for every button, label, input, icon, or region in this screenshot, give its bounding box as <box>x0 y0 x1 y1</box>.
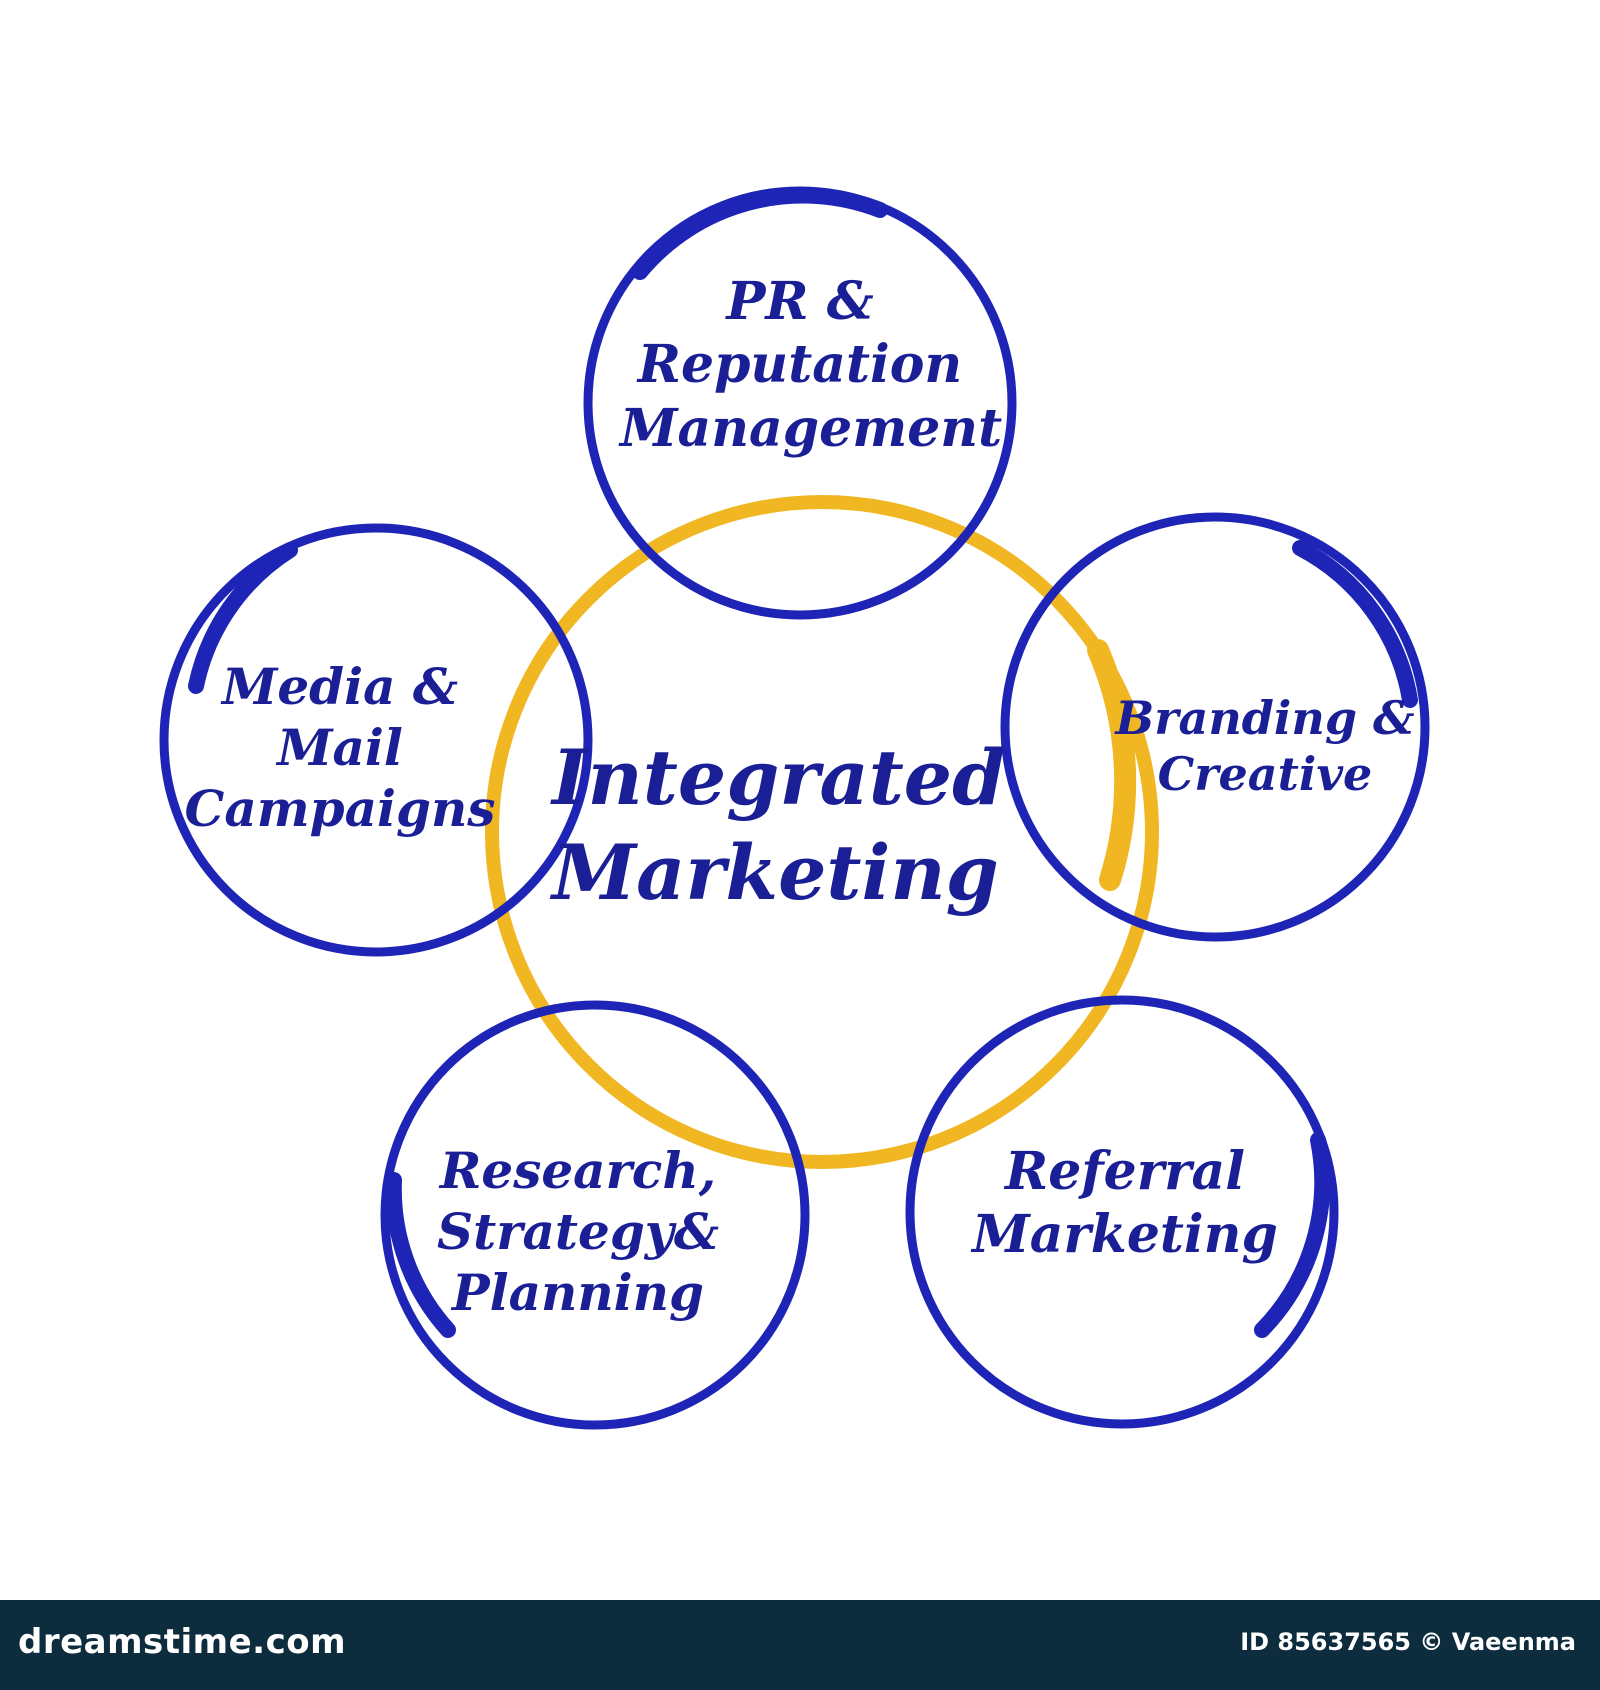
node-label-branding: Branding & Creative <box>1095 690 1435 802</box>
image-credit: ID 85637565 © Vaeenma <box>1240 1628 1576 1656</box>
node-label-pr-line-2: Reputation <box>637 334 963 396</box>
node-ring-research <box>380 1000 810 1430</box>
node-label-branding-line-2: Creative <box>1157 747 1373 802</box>
node-label-pr: PR & Reputation Management <box>620 270 1003 460</box>
node-ring-referral-stroke <box>1254 1132 1331 1338</box>
node-label-referral: Referral Marketing <box>960 1140 1290 1267</box>
node-label-media-line-1: Media & <box>221 657 459 716</box>
watermark-footer: dreamstime.com ID 85637565 © Vaeenma <box>0 1600 1600 1690</box>
node-label-pr-line-3: Management <box>620 397 1003 459</box>
center-label-line-1: Integrated <box>552 733 1006 822</box>
node-ring-branding-stroke <box>1292 540 1418 708</box>
node-label-referral-line-2: Marketing <box>972 1204 1278 1266</box>
integrated-marketing-diagram <box>159 186 1430 1430</box>
node-label-referral-line-1: Referral <box>1005 1141 1245 1202</box>
node-ring-research-stroke <box>385 1172 456 1338</box>
node-label-media-line-2: Mail <box>277 718 403 777</box>
node-ring-media <box>159 523 593 957</box>
node-ring-pr-stroke <box>632 187 888 280</box>
node-label-research-line-3: Planning <box>451 1263 704 1322</box>
center-ring <box>485 495 1159 1169</box>
node-label-research-line-2: Strategy& <box>436 1202 719 1261</box>
center-label: Integrated Marketing <box>552 730 1006 920</box>
node-label-research-line-1: Research, <box>439 1141 717 1200</box>
center-ring-accent <box>1087 639 1137 891</box>
node-ring-referral <box>905 995 1339 1429</box>
node-ring-branding <box>1000 512 1430 942</box>
node-label-media-line-3: Campaigns <box>184 779 496 838</box>
center-label-line-2: Marketing <box>552 828 999 917</box>
node-label-research: Research, Strategy& Planning <box>408 1140 748 1323</box>
node-label-pr-line-1: PR & <box>726 271 874 332</box>
node-label-media: Media & Mail Campaigns <box>180 656 500 839</box>
node-label-branding-line-1: Branding & <box>1115 691 1415 745</box>
dreamstime-brand: dreamstime.com <box>18 1622 347 1662</box>
node-ring-media-stroke <box>188 542 298 694</box>
